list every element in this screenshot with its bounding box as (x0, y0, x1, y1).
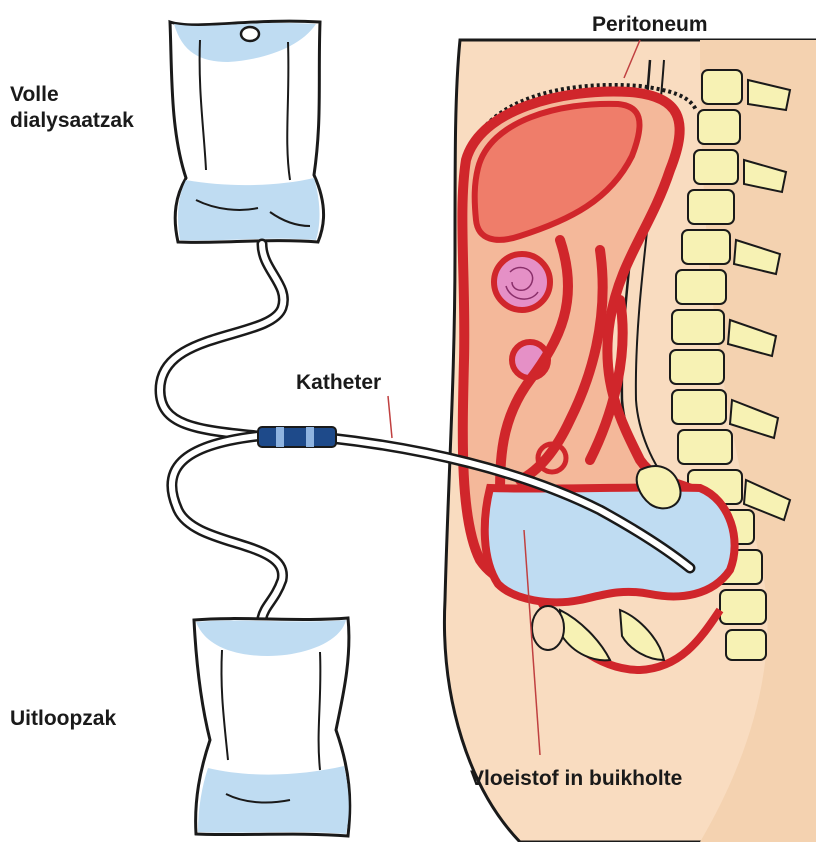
fluid-label: Vloeistof in buikholte (470, 766, 682, 792)
full-bag-label-line1: Volle (10, 82, 134, 108)
full-bag-label: Volle dialysaatzak (10, 82, 134, 135)
abdomen-cross-section (444, 40, 816, 842)
full-bag-label-line2: dialysaatzak (10, 108, 134, 134)
catheter-leader (388, 396, 392, 438)
full-dialysate-bag (170, 21, 324, 242)
catheter-label: Katheter (296, 370, 381, 396)
stomach (494, 254, 550, 310)
bag-hanger-hole (241, 27, 259, 41)
drain-bag-label: Uitloopzak (10, 706, 116, 732)
drain-bag (194, 618, 350, 836)
catheter-connector (258, 427, 336, 447)
peritoneal-fluid (485, 487, 735, 602)
peritoneum-label: Peritoneum (592, 12, 708, 38)
